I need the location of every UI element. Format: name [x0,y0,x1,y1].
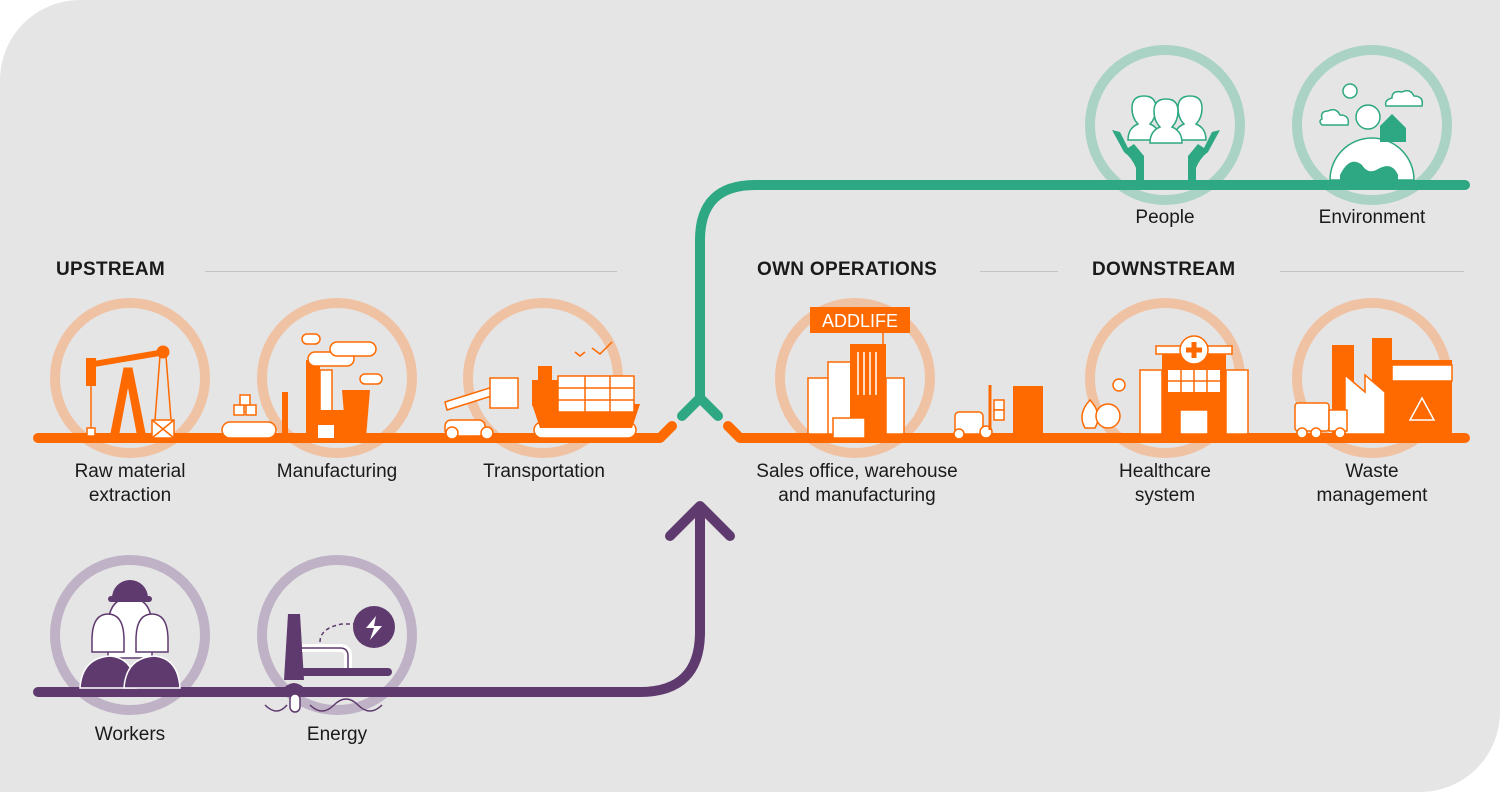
label-transportation: Transportation [483,461,605,482]
label-workers: Workers [94,724,166,745]
section-header-upstream: UPSTREAM [56,259,166,280]
factory-icon [221,333,383,439]
ring-workers [50,555,210,715]
cargo-ship-icon [444,341,640,440]
ring-people [1085,45,1245,205]
purple-rings [50,555,417,715]
oil-pump-icon [86,345,175,439]
label-healthcare-system: Healthcare system [1119,461,1211,506]
ring-raw-material [50,298,210,458]
ring-energy [257,555,417,715]
people-hands-icon [1112,95,1220,180]
section-header-own-operations: OWN OPERATIONS [757,259,938,280]
section-divider-own-operations [980,271,1058,272]
ring-sales-office [775,298,935,458]
downstream-line [723,421,1470,443]
green-rings [1085,45,1452,205]
workers-icon [79,580,181,689]
earth-house-icon [1319,83,1424,181]
recycling-plant-icon [1294,338,1453,439]
office-building-icon: ADDLIFE [807,307,1043,440]
label-energy: Energy [306,724,368,745]
input-line [33,505,705,697]
addlife-sign: ADDLIFE [822,311,898,331]
label-manufacturing: Manufacturing [276,461,398,482]
section-header-downstream: DOWNSTREAM [1092,259,1236,280]
section-divider-upstream [205,271,617,272]
power-plant-icon [264,606,395,713]
ring-environment [1292,45,1452,205]
label-waste-management: Waste management [1316,461,1428,506]
label-raw-material-extraction: Raw material extraction [74,461,186,506]
label-sales-office: Sales office, warehouse and manufacturin… [756,461,958,506]
label-people: People [1135,207,1195,228]
ring-manufacturing [257,298,417,458]
impact-line [695,180,1470,405]
section-divider-downstream [1280,271,1464,272]
arrow-up-icon [665,501,735,541]
label-environment: Environment [1318,207,1426,228]
hospital-icon [1081,335,1249,435]
impact-split-icon [677,393,723,421]
